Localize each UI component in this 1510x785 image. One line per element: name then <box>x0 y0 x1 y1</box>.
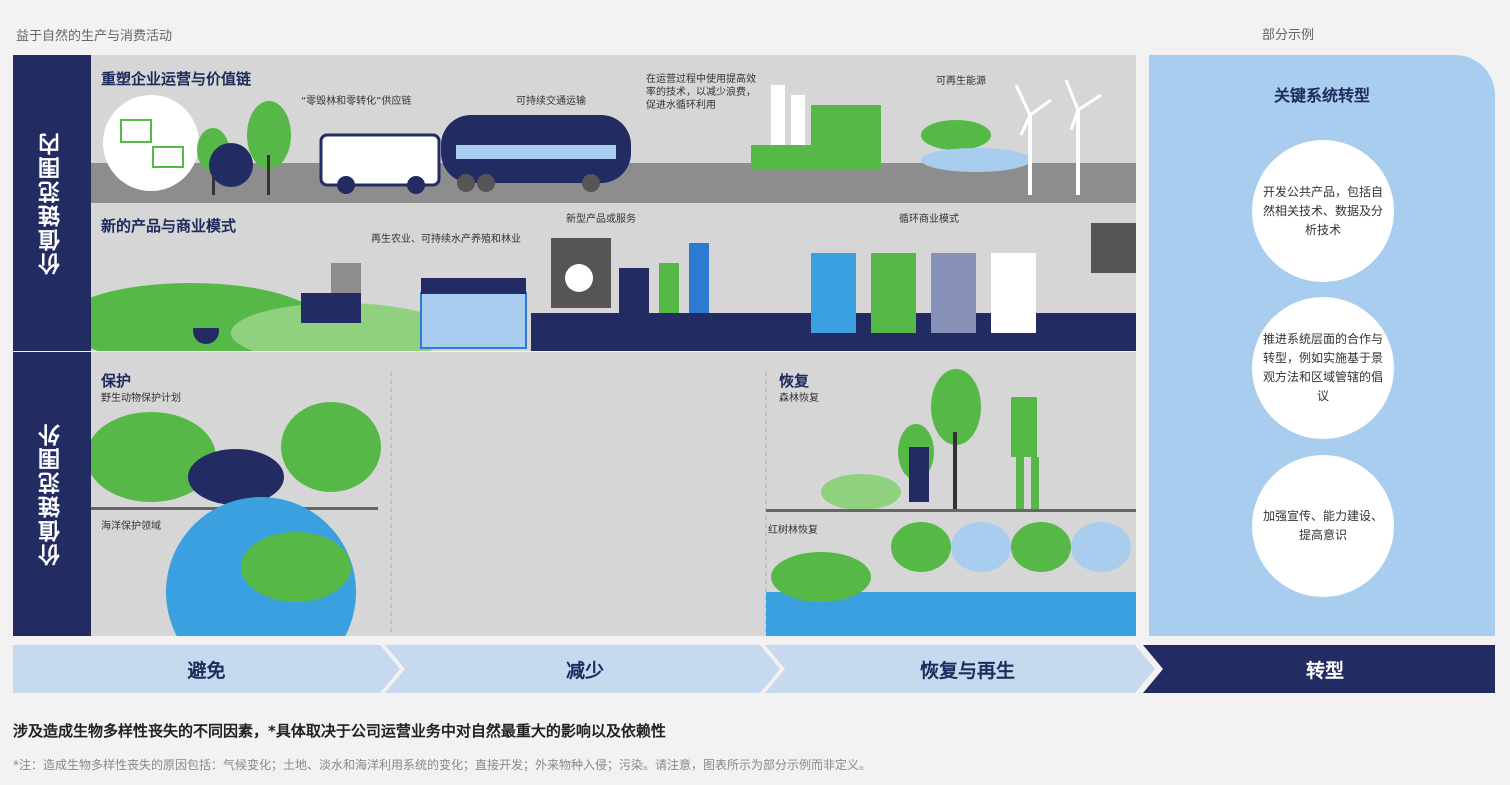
agriculture-label: 再生农业、可持续水产养殖和林业 <box>371 234 521 245</box>
footer-main: 涉及造成生物多样性丧失的不同因素，*具体取决于公司运营业务中对自然最重大的影响以… <box>13 722 666 740</box>
sidebar-outside-value-chain: 价值链范围外 <box>13 352 91 636</box>
panel-new-products: 新的产品与商业模式 再生农业、可持续水产养殖和林业 新型产品或服务 循环商业模式 <box>91 203 1136 351</box>
panel-outside: 保护 野生动物保护计划 海洋保护领域 恢复 森林恢复 红树林恢复 <box>91 352 1136 636</box>
transport-label: 可持续交通运输 <box>516 96 586 107</box>
new-products-title: 新的产品与商业模式 <box>101 217 237 235</box>
protect-title: 保护 <box>101 372 132 390</box>
stage-avoid: 避免 <box>187 659 226 682</box>
outside-illustration <box>91 369 1136 636</box>
supply-chain-label: “零毁林和零转化”供应链 <box>301 96 412 107</box>
mangrove-label: 红树林恢复 <box>768 525 818 536</box>
new-products-illustration <box>91 223 1136 351</box>
footer-note: *注：造成生物多样性丧失的原因包括：气候变化；土地、淡水和海洋利用系统的变化；直… <box>13 758 872 772</box>
stage-transform: 转型 <box>1305 659 1344 682</box>
renewable-label: 可再生能源 <box>936 76 986 87</box>
reshape-title: 重塑企业运营与价值链 <box>101 70 252 88</box>
new-services-label: 新型产品或服务 <box>566 214 636 225</box>
reshape-illustration <box>91 79 1136 203</box>
right-panel-title: 关键系统转型 <box>1273 86 1370 105</box>
transformation-circle-3: 加强宣传、能力建设、提高意识 <box>1252 455 1394 597</box>
ocean-label: 海洋保护领域 <box>101 521 161 532</box>
sidebar-inside-value-chain: 价值链范围内 <box>13 55 91 351</box>
panel-reshape: 重塑企业运营与价值链 “零毁林和零转化”供应链 可持续交通运输 在运营过程中使用… <box>91 55 1136 203</box>
stage-reduce: 减少 <box>565 659 604 682</box>
sidebar-inside-label: 价值链范围内 <box>39 131 64 275</box>
transformation-circle-2: 推进系统层面的合作与转型，例如实施基于景观方法和区域管辖的倡议 <box>1252 297 1394 439</box>
forest-label: 森林恢复 <box>779 393 819 404</box>
header-left-label: 益于自然的生产与消费活动 <box>16 29 173 44</box>
header-right-label: 部分示例 <box>1262 28 1315 43</box>
wildlife-label: 野生动物保护计划 <box>101 393 181 404</box>
circular-label: 循环商业模式 <box>899 214 959 225</box>
sidebar-outside-label: 价值链范围外 <box>39 422 64 566</box>
tech-label: 在运营过程中使用提高效率的技术，以减少浪费，促进水循环利用 <box>646 74 756 111</box>
restore-title: 恢复 <box>779 372 810 390</box>
transformation-circle-1: 开发公共产品，包括自然相关技术、数据及分析技术 <box>1252 140 1394 282</box>
stage-restore: 恢复与再生 <box>919 659 1015 682</box>
